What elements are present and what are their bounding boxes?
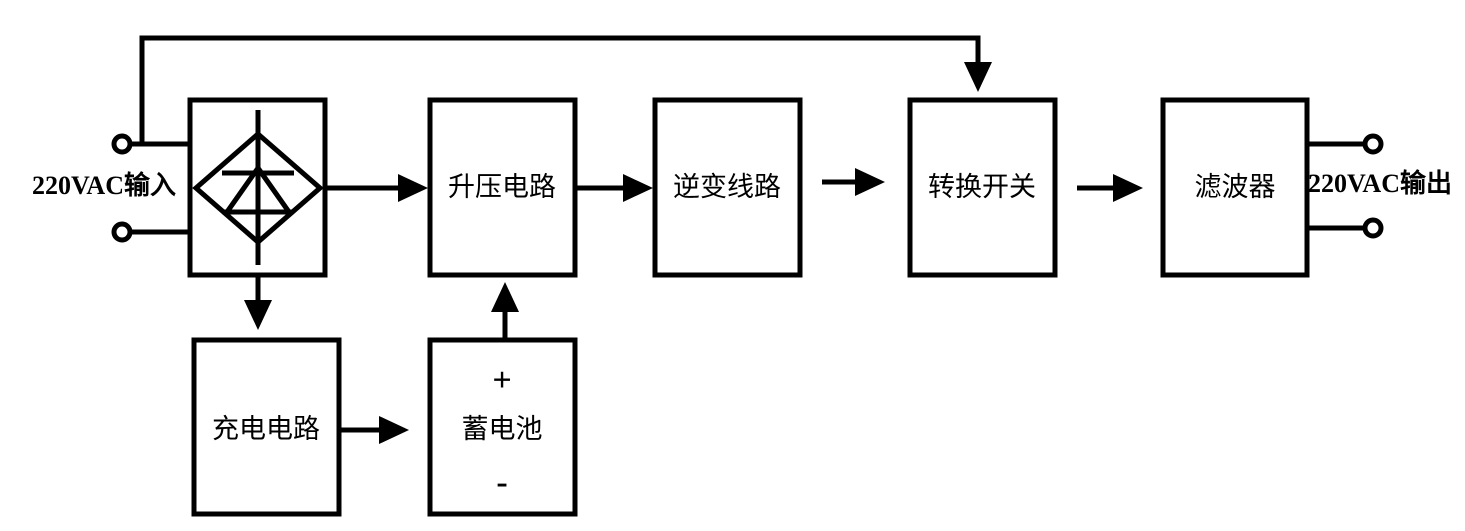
bypass-wire xyxy=(139,35,981,144)
filter-box[interactable] xyxy=(1160,97,1310,278)
battery-box[interactable] xyxy=(427,337,578,517)
charger-box[interactable] xyxy=(191,337,342,517)
connection-inverter-to-transfer-switch xyxy=(822,168,885,196)
block-filter[interactable]: 滤波器 xyxy=(1160,97,1310,278)
battery-label: 蓄电池 xyxy=(462,414,543,444)
output-label: 220VAC输出 xyxy=(1308,168,1452,198)
output-terminal-top xyxy=(1362,133,1384,155)
block-inverter[interactable]: 逆变线路 xyxy=(652,97,803,278)
inverter-label: 逆变线路 xyxy=(673,172,781,202)
rectifier-diamond xyxy=(192,130,324,246)
inverter-box[interactable] xyxy=(652,97,803,278)
connection-battery-to-boost xyxy=(491,282,519,338)
connection-rectifier-to-boost xyxy=(327,174,428,202)
inverter-switch-arrowhead xyxy=(855,168,885,196)
output-terminal-group: 220VAC输出 xyxy=(1305,133,1452,239)
battery-minus-sign: - xyxy=(496,464,507,501)
input-terminal-group: 220VAC输入 xyxy=(32,133,192,243)
block-charger[interactable]: 充电电路 xyxy=(191,337,342,517)
rectifier-charger-arrowhead xyxy=(244,300,272,330)
transfer-switch-box[interactable] xyxy=(907,97,1058,278)
block-rectifier[interactable] xyxy=(187,97,328,278)
boost-label: 升压电路 xyxy=(448,172,556,202)
connection-boost-to-inverter xyxy=(577,174,653,202)
boost-box[interactable] xyxy=(427,97,578,278)
boost-inverter-arrowhead xyxy=(623,174,653,202)
battery-boost-arrowhead xyxy=(491,282,519,312)
connection-rectifier-to-charger xyxy=(244,277,272,330)
block-boost[interactable]: 升压电路 xyxy=(427,97,578,278)
input-terminal-bottom xyxy=(111,221,133,243)
connection-transfer-switch-to-filter xyxy=(1077,174,1143,202)
input-label: 220VAC输入 xyxy=(32,170,176,200)
charger-battery-arrowhead xyxy=(379,416,409,444)
transfer-switch-label: 转换开关 xyxy=(928,172,1036,202)
connection-mains-bypass-to-transfer-switch xyxy=(139,35,992,144)
output-terminal-bottom xyxy=(1362,217,1384,239)
charger-label: 充电电路 xyxy=(212,414,320,444)
block-transfer-switch[interactable]: 转换开关 xyxy=(907,97,1058,278)
block-battery[interactable]: + 蓄电池 - xyxy=(427,337,578,517)
bypass-arrowhead xyxy=(964,62,992,92)
input-terminal-top xyxy=(111,133,133,155)
battery-plus-sign: + xyxy=(492,362,511,399)
switch-filter-arrowhead xyxy=(1113,174,1143,202)
connection-charger-to-battery xyxy=(341,416,409,444)
filter-label: 滤波器 xyxy=(1195,172,1276,202)
rectifier-boost-arrowhead xyxy=(398,174,428,202)
